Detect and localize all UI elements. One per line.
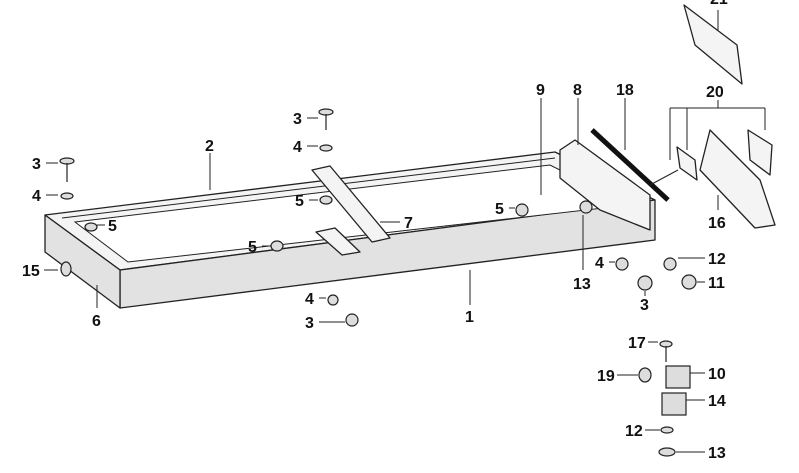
label-13: 13 <box>573 276 591 293</box>
label-4: 4 <box>305 291 314 308</box>
label-4: 4 <box>293 139 302 156</box>
label-4: 4 <box>595 255 604 272</box>
label-15: 15 <box>22 263 40 280</box>
part-labels: 21 20 18 8 9 3 4 5 7 2 3 4 5 15 6 5 4 3 … <box>22 0 728 462</box>
leader-lines <box>44 10 766 453</box>
label-3: 3 <box>305 315 314 332</box>
label-2: 2 <box>205 138 214 155</box>
label-1: 1 <box>465 309 474 326</box>
label-16: 16 <box>708 215 726 232</box>
label-3: 3 <box>32 156 41 173</box>
cover-part-16 <box>649 129 776 229</box>
label-3: 3 <box>293 111 302 128</box>
label-4: 4 <box>32 188 41 205</box>
label-12: 12 <box>625 423 643 440</box>
label-14: 14 <box>708 393 726 410</box>
label-3: 3 <box>640 297 649 314</box>
label-12: 12 <box>708 251 726 268</box>
label-20: 20 <box>706 84 724 101</box>
label-8: 8 <box>573 82 582 99</box>
crossbar-part-7 <box>311 165 391 256</box>
strip-part-18 <box>590 128 670 202</box>
label-9: 9 <box>536 82 545 99</box>
label-13: 13 <box>708 445 726 462</box>
label-5: 5 <box>495 201 504 218</box>
label-21: 21 <box>710 0 728 8</box>
bracket-part-8 <box>559 139 651 231</box>
label-19: 19 <box>597 368 615 385</box>
label-17: 17 <box>628 335 646 352</box>
label-5: 5 <box>248 239 257 256</box>
label-6: 6 <box>92 313 101 330</box>
label-5: 5 <box>108 218 117 235</box>
label-7: 7 <box>404 215 413 232</box>
label-10: 10 <box>708 366 726 383</box>
label-11: 11 <box>708 275 725 292</box>
label-5: 5 <box>295 193 304 210</box>
fasteners <box>59 108 697 457</box>
plate-part-21 <box>683 4 743 85</box>
label-18: 18 <box>616 82 634 99</box>
